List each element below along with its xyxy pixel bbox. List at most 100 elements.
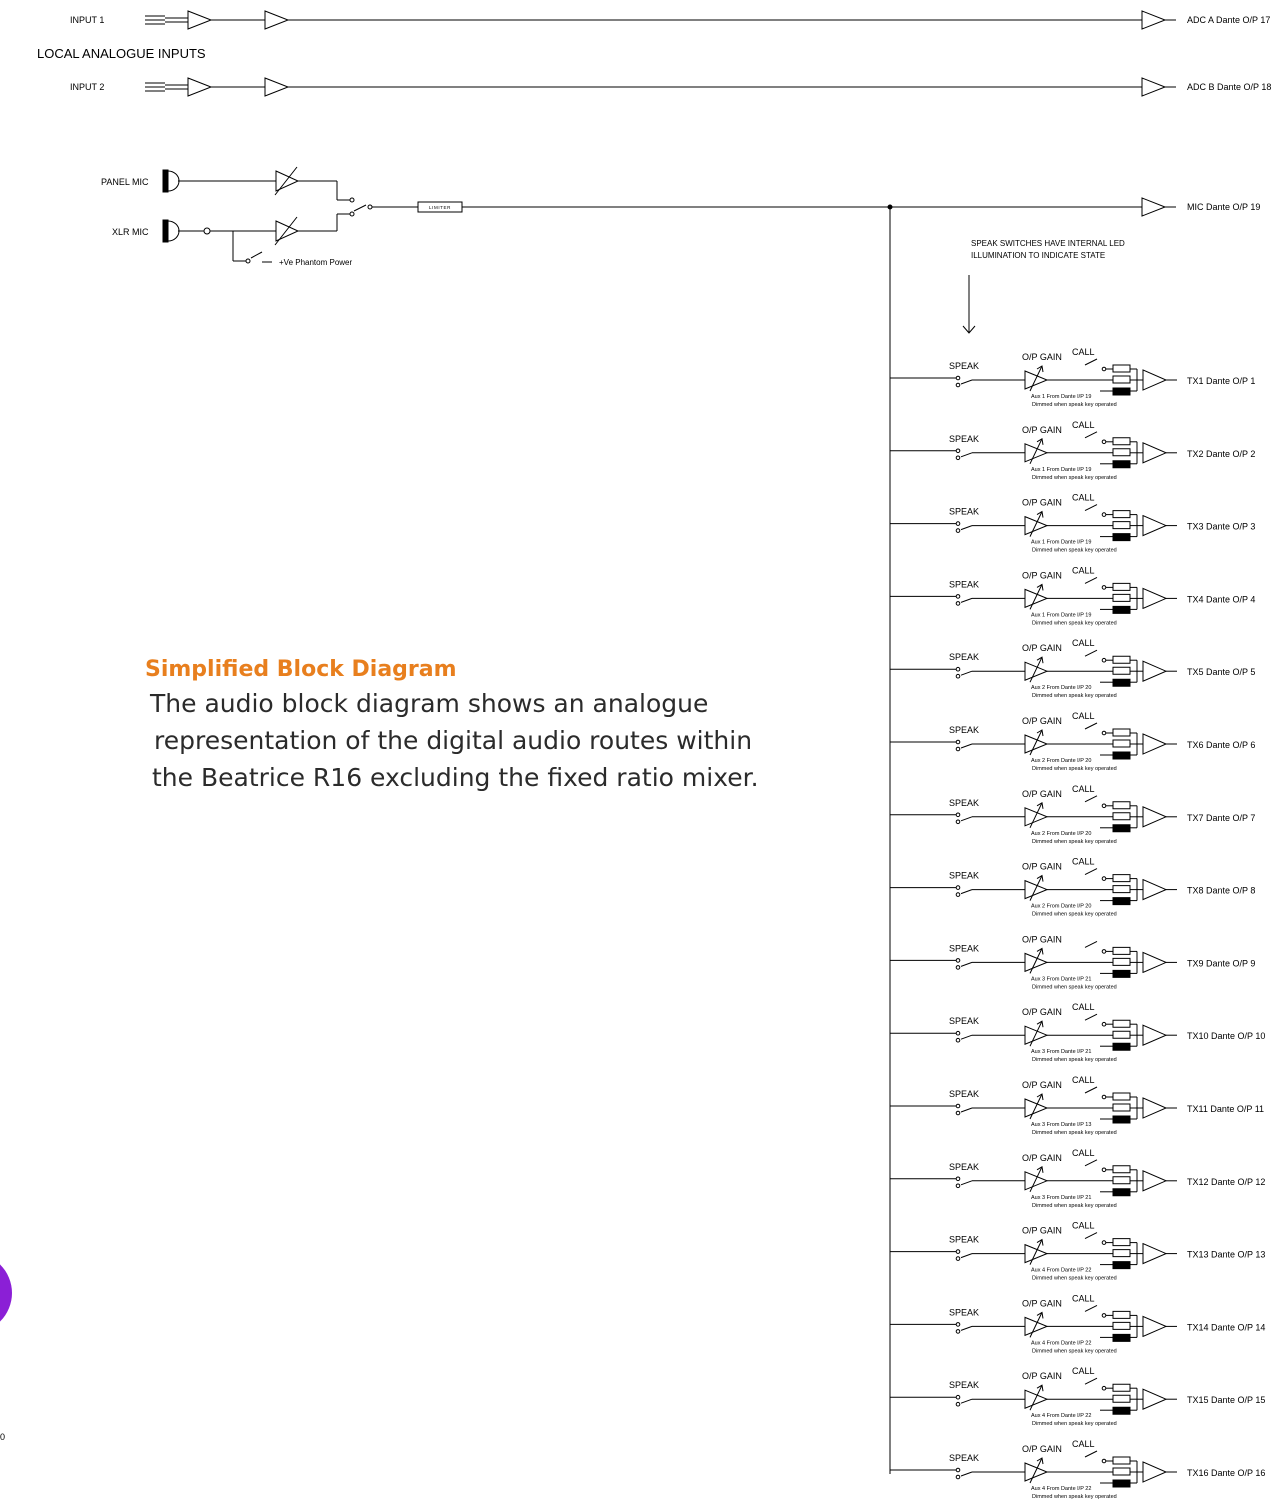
speak-resistor	[1113, 376, 1130, 383]
speak-switch-contact	[956, 1402, 960, 1406]
speak-switch-contact	[956, 449, 960, 453]
tx-out-label-16: TX16 Dante O/P 16	[1187, 1468, 1265, 1478]
call-switch-11	[1085, 1087, 1097, 1093]
call-resistor	[1113, 583, 1130, 590]
aux-resistor	[1113, 825, 1130, 832]
call-switch-4	[1085, 577, 1097, 583]
panel-mic-label: PANEL MIC	[101, 177, 149, 187]
description-line-1: The audio block diagram shows an analogu…	[149, 689, 708, 718]
gain-triangle-14	[1025, 1317, 1047, 1335]
tx-out-label-6: TX6 Dante O/P 6	[1187, 740, 1255, 750]
aux-resistor	[1113, 1334, 1130, 1341]
phantom-switch	[251, 252, 262, 258]
page-tab-decoration	[0, 1264, 12, 1322]
aux-label: Aux 1 From Dante I/P 19	[1031, 394, 1091, 400]
output-amp-11	[1143, 1098, 1166, 1118]
speak-resistor	[1113, 1250, 1130, 1257]
speak-resistor	[1113, 958, 1130, 965]
aux-label: Aux 4 From Dante I/P 22	[1031, 1268, 1091, 1274]
call-resistor	[1113, 511, 1130, 518]
tx-out-label-7: TX7 Dante O/P 7	[1187, 813, 1255, 823]
tx-out-label-13: TX13 Dante O/P 13	[1187, 1250, 1265, 1260]
channel-1	[890, 359, 1177, 395]
description-line-2: representation of the digital audio rout…	[154, 726, 752, 755]
channel-15	[890, 1378, 1177, 1414]
aux-resistor	[1113, 534, 1130, 541]
speak-switch-contact	[956, 1177, 960, 1181]
speak-label: SPEAK	[949, 1016, 979, 1026]
note-line-2: ILLUMINATION TO INDICATE STATE	[971, 251, 1105, 260]
note-arrow	[963, 275, 975, 333]
call-switch-13	[1085, 1233, 1097, 1239]
speak-switch-contact	[956, 376, 960, 380]
mic-out-label: MIC Dante O/P 19	[1187, 202, 1260, 212]
tx-out-label-1: TX1 Dante O/P 1	[1187, 376, 1255, 386]
gain-label: O/P GAIN	[1022, 716, 1062, 726]
call-label: CALL	[1072, 711, 1095, 721]
call-resistor	[1113, 729, 1130, 736]
speak-switch-5	[961, 671, 972, 675]
call-label: CALL	[1072, 638, 1095, 648]
aux-resistor	[1113, 679, 1130, 686]
aux-label: Aux 2 From Dante I/P 20	[1031, 904, 1091, 910]
call-label: CALL	[1072, 1002, 1095, 1012]
call-label: CALL	[1072, 1439, 1095, 1449]
speak-switch-contact	[956, 820, 960, 824]
speak-switch-contact	[956, 456, 960, 460]
call-switch-7	[1085, 796, 1097, 802]
aux-resistor	[1113, 898, 1130, 905]
call-switch-9	[1085, 941, 1097, 947]
speak-switch-contact	[956, 1031, 960, 1035]
speak-label: SPEAK	[949, 507, 979, 517]
gain-triangle-6	[1025, 735, 1047, 753]
speak-resistor	[1113, 813, 1130, 820]
call-label: CALL	[1072, 1366, 1095, 1376]
dimmed-label: Dimmed when speak key operated	[1032, 620, 1117, 626]
channel-4	[890, 577, 1177, 613]
aux-label: Aux 1 From Dante I/P 19	[1031, 467, 1091, 473]
speak-resistor	[1113, 1177, 1130, 1184]
speak-switch-1	[961, 380, 972, 384]
call-switch-1	[1085, 359, 1097, 365]
speak-switch-contact	[956, 1250, 960, 1254]
note-line-1: SPEAK SWITCHES HAVE INTERNAL LED	[971, 239, 1125, 248]
dimmed-label: Dimmed when speak key operated	[1032, 912, 1117, 918]
call-resistor	[1113, 1311, 1130, 1318]
panel-mic-gain-triangle	[276, 171, 298, 191]
gain-label: O/P GAIN	[1022, 1007, 1062, 1017]
output-amp-7	[1143, 807, 1166, 827]
aux-resistor	[1113, 461, 1130, 468]
tx-out-label-4: TX4 Dante O/P 4	[1187, 594, 1255, 604]
input2-adc-triangle	[265, 78, 288, 96]
speak-switch-contact	[956, 595, 960, 599]
output-amp-3	[1143, 516, 1166, 536]
channel-9	[890, 941, 1177, 977]
output-amp-10	[1143, 1025, 1166, 1045]
output-amp-16	[1143, 1462, 1166, 1482]
channel-16	[890, 1451, 1177, 1487]
tx-out-label-5: TX5 Dante O/P 5	[1187, 667, 1255, 677]
gain-label: O/P GAIN	[1022, 425, 1062, 435]
aux-label: Aux 3 From Dante I/P 21	[1031, 1049, 1091, 1055]
channel-13	[890, 1233, 1177, 1269]
speak-switch-2	[961, 453, 972, 457]
call-switch-10	[1085, 1014, 1097, 1020]
speak-switch-3	[961, 526, 972, 530]
speak-switch-16	[961, 1472, 972, 1476]
gain-label: O/P GAIN	[1022, 934, 1062, 944]
xlr-mic-gain-triangle	[276, 221, 298, 241]
input2-out-triangle	[1142, 78, 1165, 96]
input2-label: INPUT 2	[70, 82, 104, 92]
speak-resistor	[1113, 740, 1130, 747]
speak-resistor	[1113, 449, 1130, 456]
call-switch-16	[1085, 1451, 1097, 1457]
